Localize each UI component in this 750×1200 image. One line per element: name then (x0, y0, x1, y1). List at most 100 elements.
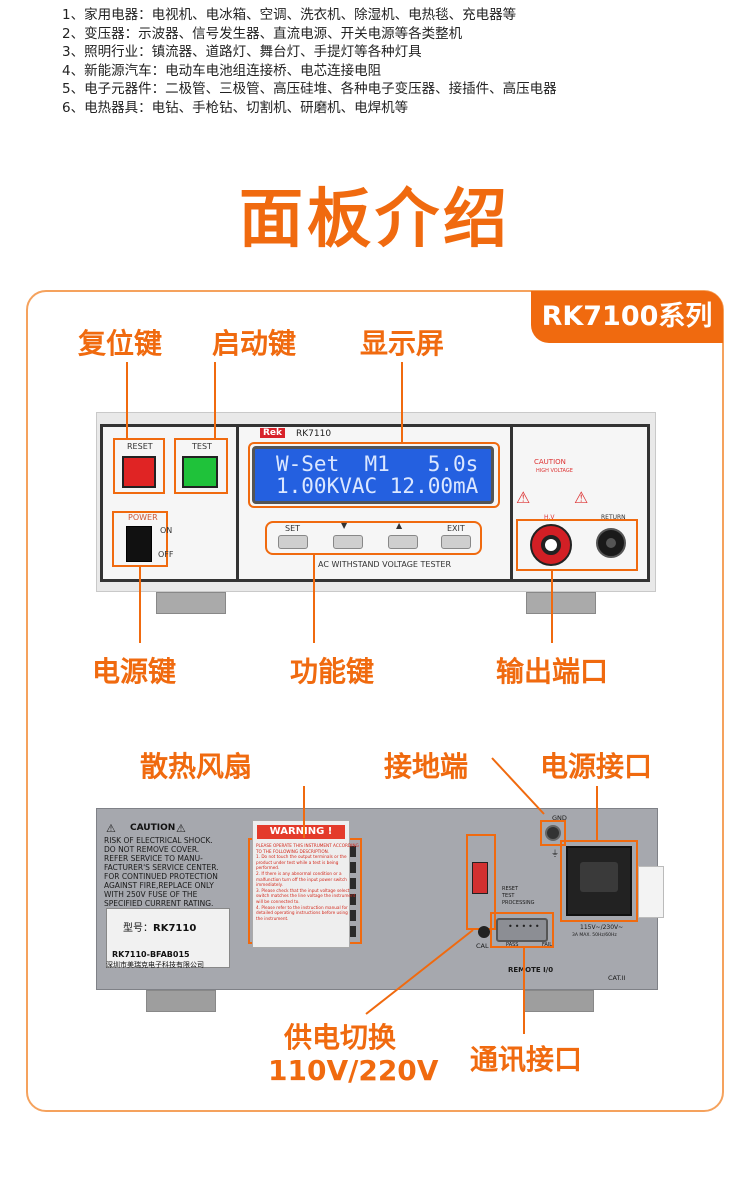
callout-display: 显示屏 (360, 327, 445, 360)
return-label: RETURN (601, 514, 626, 521)
list-item: 5、电子元器件：二极管、三极管、高压硅堆、各种电子变压器、接插件、高压电器 (62, 81, 557, 97)
leader-line (313, 555, 315, 643)
callout-power-socket: 电源接口 (540, 750, 653, 783)
cal-label: CAL (476, 942, 489, 950)
front-foot (156, 592, 226, 614)
ground-terminal[interactable] (545, 825, 561, 841)
exit-key[interactable] (441, 535, 471, 549)
gnd-label: GND (552, 814, 567, 822)
model-value: RK7110 (153, 923, 197, 934)
callout-ground-terminal: 接地端 (384, 750, 469, 783)
ground-highlight (540, 820, 566, 846)
chevron-up-icon: ▲ (396, 521, 403, 530)
lcd-display (252, 446, 494, 504)
high-voltage-label: HIGH VOLTAGE (536, 468, 573, 474)
voltage-select-switch[interactable] (472, 862, 488, 894)
leader-line (303, 786, 305, 838)
section-title: 面板介绍 (239, 183, 511, 257)
panel-divider (510, 424, 513, 582)
test-button[interactable] (182, 456, 218, 488)
caution-label: CAUTION (534, 458, 566, 466)
panel-divider (236, 424, 239, 582)
callout-comm-port: 通讯接口 (470, 1043, 583, 1076)
hv-terminal-core (541, 535, 561, 555)
rear-handle (638, 866, 664, 918)
current-rating: 3A MAX. 50Hz/60Hz (572, 933, 617, 938)
hazard-icon: ⚠ (574, 488, 589, 507)
reset-highlight (113, 438, 165, 494)
on-label: ON (160, 526, 173, 535)
chevron-down-icon: ▼ (341, 521, 348, 530)
remote-label: REMOTE I/0 (508, 966, 554, 974)
rear-caution-text: RISK OF ELECTRICAL SHOCK. DO NOT REMOVE … (104, 836, 219, 908)
callout-reset-key: 复位键 (78, 327, 163, 360)
rear-caution-title: CAUTION (130, 823, 176, 833)
callout-output-port: 输出端口 (496, 655, 609, 688)
return-terminal[interactable] (596, 528, 626, 558)
callout-cooling-fan: 散热风扇 (140, 750, 253, 783)
exit-label: EXIT (447, 524, 465, 533)
cat-label: CAT.II (608, 974, 626, 982)
reset-button[interactable] (122, 456, 156, 488)
model-label: 型号： (123, 923, 153, 934)
hazard-icon: ⚠ (106, 822, 116, 835)
db9-pins: ••••• (508, 922, 542, 931)
callout-voltage-switch: 供电切换 (284, 1021, 397, 1054)
panel-frame (26, 290, 724, 1112)
lcd-line-2: 1.00KVAC 12.00mA (276, 474, 479, 498)
callout-start-key: 启动键 (212, 327, 297, 360)
application-list: 1、家用电器：电视机、电冰箱、空调、洗衣机、除湿机、电热毯、充电器等 2、变压器… (62, 6, 557, 117)
warning-text: PLEASE OPERATE THIS INSTRUMENT ACCORDING… (256, 843, 359, 921)
model-name: RK7110 (296, 429, 332, 439)
hazard-icon: ⚠ (516, 488, 531, 507)
down-key[interactable] (333, 535, 363, 549)
hv-label: H.V (544, 514, 555, 521)
cal-jack[interactable] (478, 926, 490, 938)
tester-name: AC WITHSTAND VOLTAGE TESTER (318, 560, 452, 569)
lcd-line-1: W-Set M1 5.0s (276, 452, 479, 476)
hv-terminal[interactable] (530, 524, 572, 566)
leader-line (365, 929, 474, 1015)
function-keys-highlight (265, 521, 482, 555)
output-highlight (516, 519, 638, 571)
set-label: SET (285, 524, 301, 533)
leader-line (551, 571, 553, 643)
model-plate: 型号：RK7110 (106, 908, 230, 968)
inlet-socket (580, 862, 618, 892)
voltage-rating: 115V~/230V~ (580, 924, 624, 931)
leader-line (214, 362, 216, 438)
manufacturer: 深圳市美瑞克电子科技有限公司 (106, 961, 204, 969)
test-highlight (174, 438, 228, 494)
list-item: 1、家用电器：电视机、电冰箱、空调、洗衣机、除湿机、电热毯、充电器等 (62, 7, 517, 23)
list-item: 4、新能源汽车：电动车电池组连接桥、电芯连接电阻 (62, 62, 382, 79)
reset-label: RESET (127, 442, 153, 451)
list-item: 3、照明行业：镇流器、道路灯、舞台灯、手提灯等各种灯具 (62, 44, 422, 60)
leader-line (596, 786, 598, 840)
warning-sticker: WARNING ! PLEASE OPERATE THIS INSTRUMENT… (252, 820, 359, 948)
leader-line (491, 757, 545, 815)
callout-voltage-switch-value: 110V/220V (268, 1054, 439, 1087)
off-label: OFF (158, 550, 174, 559)
part-code: RK7110-BFAB015 (112, 950, 190, 959)
series-tag: RK7100系列 (531, 291, 723, 343)
leader-line (126, 362, 128, 438)
up-key[interactable] (388, 535, 418, 549)
front-foot (526, 592, 596, 614)
fail-label: FAIL (542, 942, 553, 948)
pass-label: PASS (506, 942, 519, 948)
test-label: TEST (192, 442, 212, 451)
rear-foot (146, 990, 216, 1012)
display-highlight (248, 442, 500, 508)
list-item: 6、电热器具：电钻、手枪钻、切割机、研磨机、电焊机等 (62, 99, 409, 116)
power-label: POWER (128, 513, 158, 522)
ac-power-inlet[interactable] (566, 846, 632, 916)
callout-power-key: 电源键 (92, 655, 177, 688)
ground-icon: ⏚ (551, 849, 559, 858)
warning-title: WARNING ! (257, 825, 345, 839)
comm-port-highlight (490, 912, 554, 948)
db9-connector[interactable] (496, 918, 548, 942)
set-key[interactable] (278, 535, 308, 549)
reset-test-processing: RESET TEST PROCESSING (502, 886, 535, 906)
power-switch[interactable] (126, 526, 152, 562)
